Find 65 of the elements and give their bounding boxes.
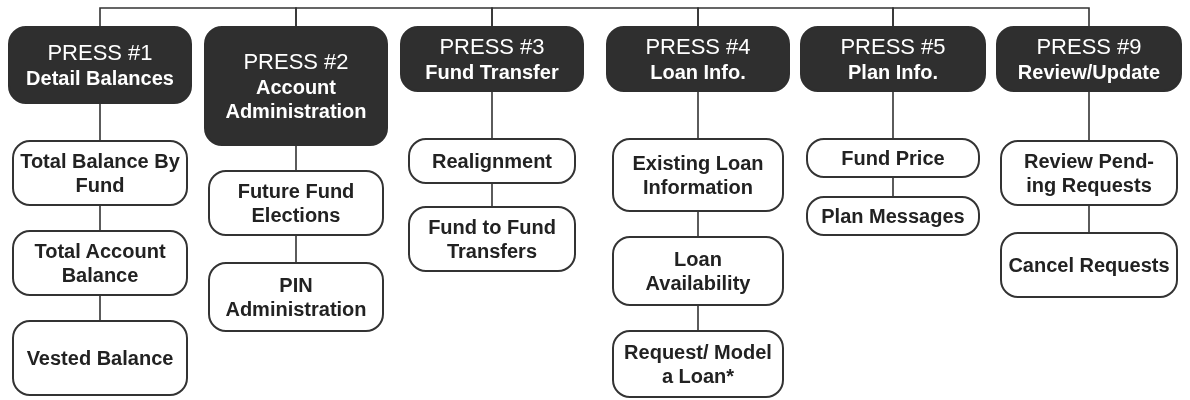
option-label: PIN Administration <box>224 273 368 321</box>
option-label: Fund Price <box>841 146 945 170</box>
connector-line <box>491 91 493 139</box>
key-label: PRESS #5 <box>840 33 946 61</box>
connector-line <box>892 7 1090 27</box>
menu-option <box>612 236 784 306</box>
menu-option <box>806 138 980 178</box>
connector-line <box>892 177 894 197</box>
menu-header <box>606 26 790 92</box>
option-label: Plan Messages <box>821 204 965 228</box>
option-label: Total Account Balance <box>33 239 167 287</box>
connector-line <box>99 205 101 231</box>
option-label: Vested Balance <box>26 346 174 370</box>
option-label: Total Balance By Fund <box>20 149 180 197</box>
connector-line <box>697 91 699 139</box>
header-title: Account Administration <box>224 75 368 124</box>
menu-header <box>204 26 388 146</box>
option-label: Future Fund Elections <box>236 179 356 227</box>
option-label: Existing Loan Information <box>631 151 765 199</box>
header-title: Detail Balances <box>26 66 174 91</box>
menu-header <box>996 26 1182 92</box>
connector-line <box>295 145 297 171</box>
key-label: PRESS #1 <box>47 39 153 67</box>
connector-line <box>697 211 699 237</box>
menu-option <box>408 206 576 272</box>
menu-header <box>8 26 192 104</box>
option-label: Cancel Requests <box>1008 253 1170 277</box>
connector-line <box>491 183 493 207</box>
option-label: Request/ Model a Loan* <box>623 340 773 388</box>
menu-option <box>12 320 188 396</box>
connector-line <box>491 7 699 27</box>
menu-option <box>806 196 980 236</box>
menu-option <box>12 230 188 296</box>
connector-line <box>295 235 297 263</box>
connector-line <box>295 7 493 27</box>
key-label: PRESS #3 <box>439 33 545 61</box>
connector-line <box>697 305 699 331</box>
menu-option <box>612 330 784 398</box>
header-title: Plan Info. <box>848 60 938 85</box>
menu-option <box>612 138 784 212</box>
menu-option <box>208 170 384 236</box>
header-title: Review/Update <box>1017 60 1161 85</box>
menu-option <box>408 138 576 184</box>
connector-line <box>99 295 101 321</box>
connector-line <box>1088 91 1090 141</box>
option-label: Fund to Fund Transfers <box>427 215 557 263</box>
key-label: PRESS #4 <box>645 33 751 61</box>
option-label: Review Pend- ing Requests <box>1022 149 1155 197</box>
connector-line <box>99 103 101 141</box>
menu-option <box>12 140 188 206</box>
connector-line <box>892 91 894 139</box>
option-label: Realignment <box>432 149 552 173</box>
menu-option <box>1000 232 1178 298</box>
key-label: PRESS #9 <box>1036 33 1142 61</box>
connector-line <box>1088 205 1090 233</box>
header-title: Loan Info. <box>650 60 746 85</box>
connector-line <box>697 7 894 27</box>
menu-header <box>400 26 584 92</box>
connector-line <box>99 7 297 27</box>
menu-option <box>1000 140 1178 206</box>
menu-header <box>800 26 986 92</box>
header-title: Fund Transfer <box>425 60 559 85</box>
key-label: PRESS #2 <box>243 48 349 76</box>
option-label: Loan Availability <box>644 247 752 295</box>
menu-option <box>208 262 384 332</box>
